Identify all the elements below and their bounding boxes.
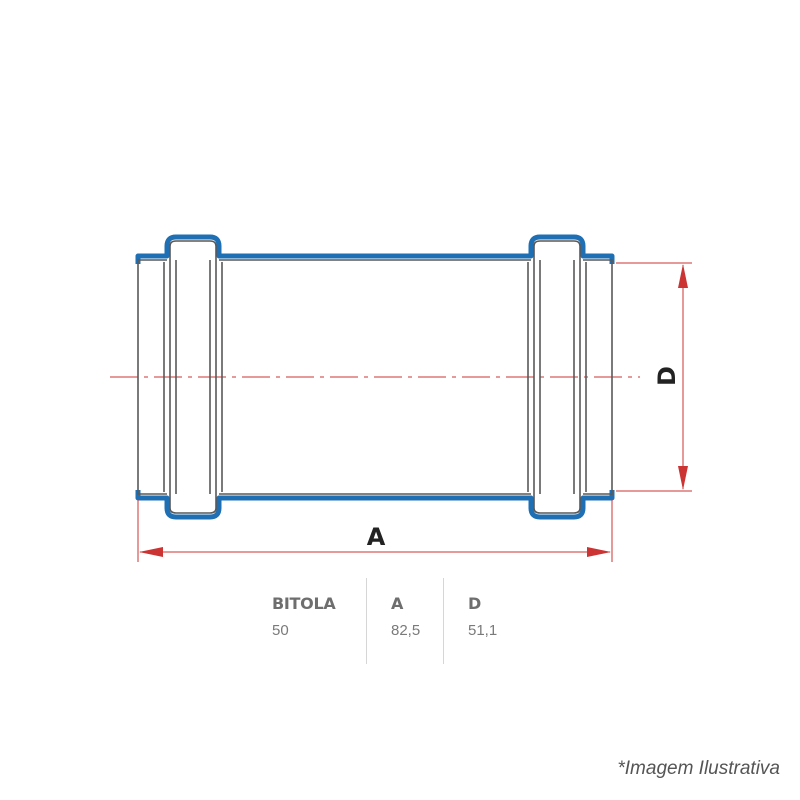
illustrative-note: *Imagem Ilustrativa: [617, 758, 780, 779]
column-d: D 51,1: [443, 578, 528, 664]
coupling-outline-top: [135, 234, 615, 264]
header-bitola: BITOLA: [272, 594, 336, 613]
header-a: A: [391, 594, 404, 613]
coupling-inner-lines: [137, 240, 613, 514]
dimension-a-label: A: [367, 523, 386, 551]
dimension-d-arrow-top: [678, 264, 688, 288]
dimension-a-arrow-right: [587, 547, 611, 557]
coupling-outline-bottom: [135, 490, 615, 520]
cell-d: 51,1: [468, 622, 498, 639]
column-a: A 82,5: [366, 578, 443, 664]
dimension-d-label: D: [653, 366, 681, 386]
dimension-d: D: [616, 262, 692, 492]
dimension-d-arrow-bottom: [678, 466, 688, 490]
dimension-a-arrow-left: [139, 547, 163, 557]
spec-table: BITOLA 50 A 82,5 D 51,1: [272, 578, 528, 664]
cell-a: 82,5: [391, 622, 421, 639]
header-d: D: [468, 594, 481, 613]
column-bitola: BITOLA 50: [272, 578, 366, 664]
cell-bitola: 50: [272, 622, 289, 639]
dimension-a: A: [137, 500, 613, 562]
